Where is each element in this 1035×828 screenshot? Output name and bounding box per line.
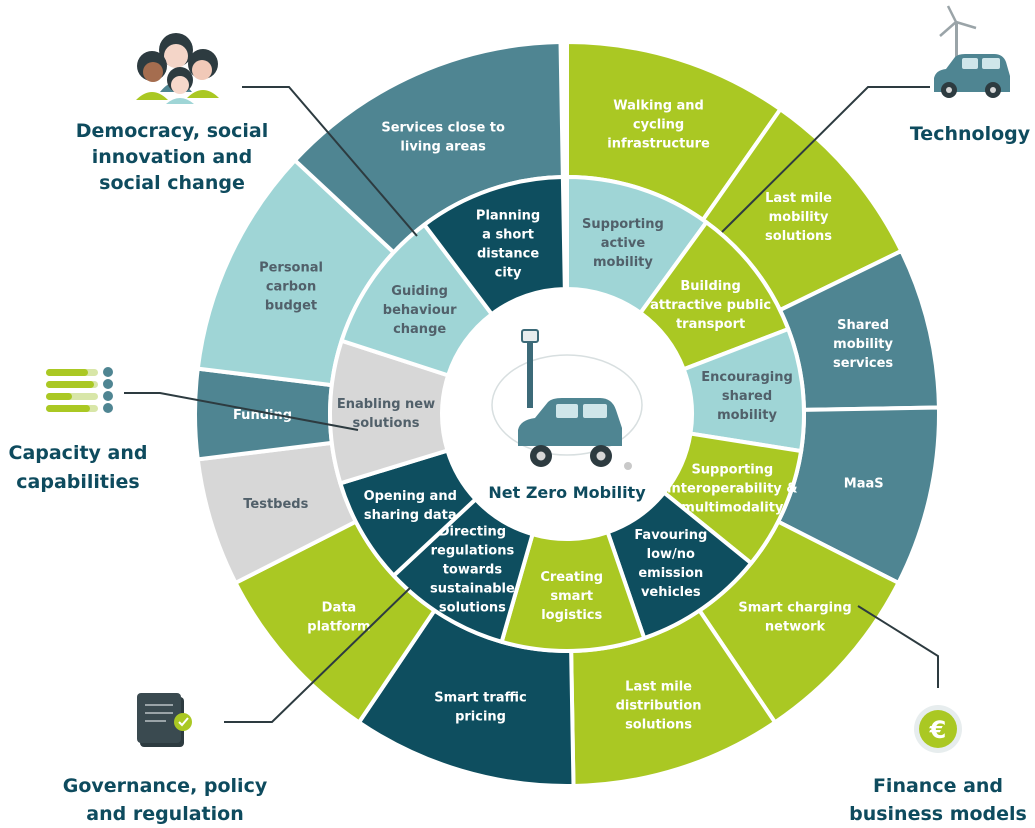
svg-text:€: € bbox=[929, 716, 947, 744]
category-democracy: Democracy, social innovation and social … bbox=[76, 120, 268, 194]
connector-lines bbox=[124, 86, 939, 723]
connector-capacity bbox=[124, 392, 359, 431]
category-capacity-line-2: capabilities bbox=[16, 471, 139, 493]
car-streetlamp-icon bbox=[491, 329, 643, 470]
people-group-icon bbox=[136, 33, 219, 104]
category-governance: Governance, policy and regulation bbox=[63, 775, 268, 825]
outer-segment-label: Funding bbox=[233, 408, 292, 423]
category-governance-line-1: Governance, policy bbox=[63, 775, 268, 797]
category-finance-line-1: Finance and bbox=[873, 775, 1003, 797]
category-governance-line-2: and regulation bbox=[86, 803, 243, 825]
connector-democracy bbox=[242, 86, 418, 237]
car-windturbine-icon bbox=[934, 5, 1010, 98]
connector-technology bbox=[721, 86, 930, 233]
signed-document-icon bbox=[137, 693, 192, 747]
category-technology: Technology bbox=[910, 123, 1031, 145]
category-democracy-line-1: Democracy, social bbox=[76, 120, 268, 142]
category-capacity: Capacity and capabilities bbox=[9, 442, 148, 493]
category-democracy-line-3: social change bbox=[99, 172, 245, 194]
center-title: Net Zero Mobility bbox=[488, 483, 646, 502]
category-finance: Finance and business models bbox=[849, 775, 1027, 825]
outer-segment-label: Testbeds bbox=[243, 497, 308, 512]
outer-segment-label: MaaS bbox=[844, 476, 884, 491]
checklist-icon bbox=[46, 367, 113, 413]
euro-coin-icon: € bbox=[914, 705, 962, 753]
category-capacity-line-1: Capacity and bbox=[9, 442, 148, 464]
category-democracy-line-2: innovation and bbox=[92, 146, 253, 168]
category-finance-line-2: business models bbox=[849, 803, 1027, 825]
connector-finance bbox=[857, 605, 939, 688]
connector-governance bbox=[224, 587, 411, 723]
